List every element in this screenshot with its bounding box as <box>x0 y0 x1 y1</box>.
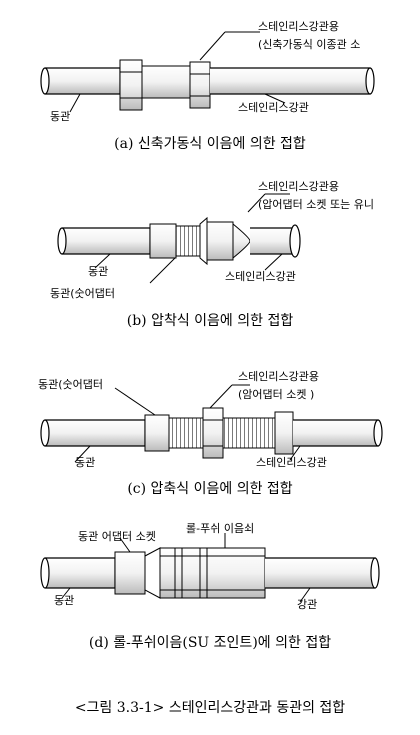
label-sts-top-1: 스테인리스강관용 <box>238 370 319 383</box>
caption-a: (a) 신축가동식 이음에 의한 접합 <box>114 136 306 152</box>
label-sts-top-1: 스테인리스강관용 <box>258 20 339 33</box>
thread <box>168 417 204 449</box>
label-copper: 동관 <box>54 594 74 607</box>
label-roll-push: 롤-푸쉬 이음쇠 <box>186 522 254 535</box>
steel-pipe <box>265 557 376 589</box>
label-adapter: 동관(숫어댑터 <box>50 287 115 300</box>
stainless-pipe <box>250 227 296 255</box>
copper-pipe <box>45 419 146 447</box>
caption-d: (d) 롤-푸쉬이음(SU 조인트)에 의한 접합 <box>89 635 331 651</box>
label-sts-pipe: 스테인리스강관 <box>225 270 296 283</box>
label-sts-top-2: (신축가동식 이종관 소 <box>258 38 360 51</box>
nut <box>202 407 224 459</box>
copper-pipe <box>62 227 151 255</box>
label-sts-top-1: 스테인리스강관용 <box>258 180 339 193</box>
copper-pipe <box>45 67 121 95</box>
label-sts-top-2: (압어댑터 소켓 또는 유니 <box>258 198 374 211</box>
label-copper: 동관 <box>50 110 70 123</box>
label-copper: 동관 <box>75 456 95 469</box>
diagram-a: 스테인리스강관용 (신축가동식 이종관 소 동관 스테인리스강관 (a) 신축가… <box>40 20 375 152</box>
caption-c: (c) 압축식 이음에 의한 접합 <box>127 481 292 497</box>
stainless-pipe <box>293 419 379 447</box>
copper-pipe <box>45 557 116 589</box>
diagram-d: 동관 어댑터 소켓 롤-푸쉬 이음쇠 동관 강관 (d) 롤-푸쉬이음(SU 조… <box>40 522 380 651</box>
label-adapter-socket: 동관 어댑터 소켓 <box>78 530 156 543</box>
thread <box>175 225 201 257</box>
label-copper: 동관 <box>88 265 108 278</box>
label-adapter: 동관(숫어댑터 <box>38 378 103 391</box>
nut-right <box>189 61 211 109</box>
label-steel: 강관 <box>297 598 317 611</box>
nut-left <box>119 59 143 111</box>
figure-title: <그림 3.3-1> 스테인리스강관과 동관의 접합 <box>75 700 345 716</box>
label-sts-pipe: 스테인리스강관 <box>256 456 327 469</box>
thread <box>222 417 276 449</box>
adapter-socket <box>114 551 146 595</box>
label-sts-top-2: (암어댑터 소켓 ) <box>238 388 314 401</box>
label-sts-pipe: 스테인리스강관 <box>238 101 309 114</box>
diagram-c: 동관(숫어댑터 스테인리스강관용 (암어댑터 소켓 ) 동관 스테인리스강관 (… <box>38 370 383 497</box>
caption-b: (b) 압착식 이음에 의한 접합 <box>127 313 294 329</box>
diagram-b: 스테인리스강관용 (압어댑터 소켓 또는 유니 동관 스테인리스강관 동관(숫어… <box>50 180 374 329</box>
stainless-pipe <box>210 67 371 95</box>
nut <box>274 411 294 455</box>
